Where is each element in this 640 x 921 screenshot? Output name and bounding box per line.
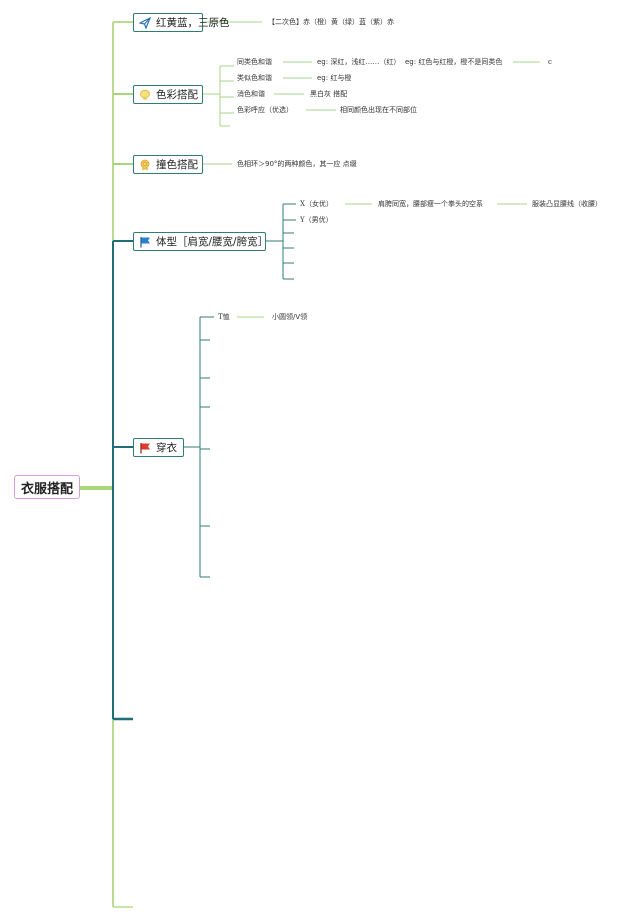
tshirt-tip[interactable]: 小圆领/V领	[272, 313, 308, 321]
branch-label: 体型［肩宽/腰宽/胯宽］	[156, 236, 269, 248]
branch-primary-colors[interactable]: 红黄蓝，三原色	[133, 13, 230, 32]
body-x-tip[interactable]: 服装凸显腰线（收腰）	[532, 200, 602, 208]
similar-harmony-label[interactable]: 类似色和谐	[237, 74, 272, 82]
branch-contrast-colors[interactable]: 撞色搭配	[133, 155, 203, 174]
neutral-harmony-label[interactable]: 消色和谐	[237, 90, 265, 98]
analogous-extra[interactable]: c	[548, 58, 552, 66]
branch-label: 穿衣	[156, 442, 177, 454]
branch-wear[interactable]: 穿衣	[133, 438, 184, 457]
analogous-example-2[interactable]: eg: 红色与红橙，橙不是同类色	[405, 58, 503, 66]
paper-plane-icon	[139, 16, 151, 29]
root-node[interactable]: 衣服搭配	[14, 475, 80, 499]
medal-icon	[139, 158, 151, 171]
branch-body-shape[interactable]: 体型［肩宽/腰宽/胯宽］	[133, 232, 269, 251]
branch-label: 撞色搭配	[156, 159, 198, 171]
neutral-example[interactable]: 黑白灰 搭配	[310, 90, 348, 98]
body-y-label[interactable]: Y（男优）	[300, 216, 333, 224]
analogous-example[interactable]: eg: 深红，浅红……（红）	[317, 58, 401, 66]
color-echo-label[interactable]: 色彩呼应（优选）	[237, 106, 293, 114]
branch-label: 色彩搭配	[156, 89, 198, 101]
body-x-label[interactable]: X（女优）	[300, 200, 333, 208]
tshirt-label[interactable]: T恤	[218, 313, 230, 321]
red-flag-icon	[139, 441, 151, 454]
branch-color-matching[interactable]: 色彩搭配	[133, 85, 203, 104]
body-x-desc[interactable]: 肩胯同宽，腰部瘦一个拳头的空系	[378, 200, 483, 208]
contrast-rule[interactable]: 色相环＞90°的两种颜色，其一应 点缀	[237, 160, 357, 168]
similar-example[interactable]: eg: 红与橙	[317, 74, 352, 82]
analogous-harmony-label[interactable]: 同类色和谐	[237, 58, 272, 66]
blue-flag-icon	[139, 235, 151, 248]
lightbulb-icon	[139, 88, 151, 101]
secondary-colors-note[interactable]: 【二次色】赤（橙）黄（绿）蓝（紫）赤	[268, 18, 394, 26]
color-echo-example[interactable]: 相同颜色出现在不同部位	[340, 106, 417, 114]
branch-label: 红黄蓝，三原色	[156, 17, 230, 29]
